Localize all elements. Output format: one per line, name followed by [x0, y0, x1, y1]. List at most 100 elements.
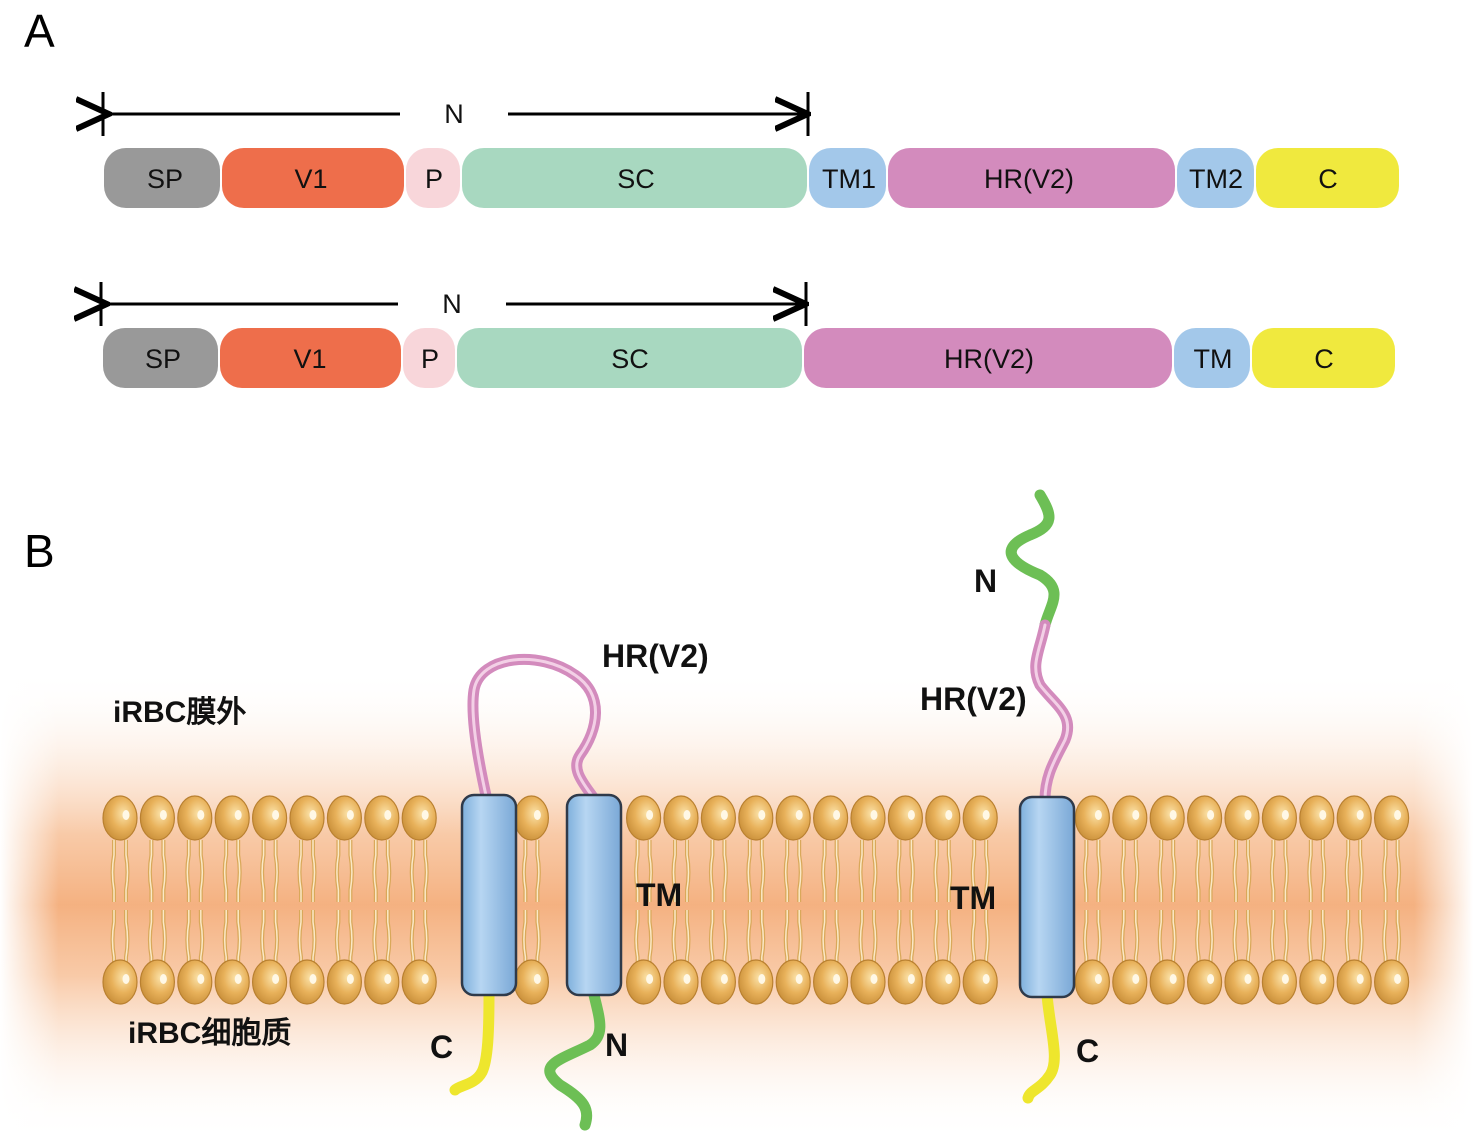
c-label-left: C — [430, 1029, 453, 1065]
tm-helix-2 — [565, 793, 623, 997]
hr-label-left: HR(V2) — [602, 638, 709, 674]
lipid-bilayer — [102, 795, 1410, 1005]
lipid-molecule-pair — [663, 795, 699, 1005]
lipid-molecule-pair — [1336, 795, 1372, 1005]
hr-label-right: HR(V2) — [920, 681, 1027, 717]
n-range-bracket-1: N — [103, 92, 808, 136]
domain-box — [403, 328, 455, 388]
membrane-band-fade — [0, 670, 1473, 1139]
extracellular-label: iRBC膜外 — [113, 696, 246, 729]
lipid-molecule-pair — [925, 795, 961, 1005]
tm-label-right: TM — [950, 880, 996, 916]
two-tm-protein: HR(V2) TM C N — [430, 638, 709, 1131]
domain-box — [1177, 148, 1254, 208]
domain-box — [457, 328, 802, 388]
domain-label: SP — [145, 344, 181, 374]
domain-box — [462, 148, 807, 208]
lipid-molecule-pair — [326, 795, 362, 1005]
tm-helix-1 — [460, 793, 518, 997]
domain-label: P — [425, 164, 443, 194]
domain-box — [809, 148, 886, 208]
n-region-label: N — [444, 99, 464, 129]
domain-segment-p: P — [406, 148, 460, 208]
domain-label: P — [421, 344, 439, 374]
membrane-diagram: HR(V2) TM C N N HR(V2) TM C iRBC膜外 iRBC细… — [0, 489, 1473, 1139]
domain-segment-sc: SC — [457, 328, 802, 388]
n-region-label: N — [442, 289, 462, 319]
tm-helix — [1018, 795, 1076, 999]
c-label-right: C — [1076, 1033, 1099, 1069]
lipid-molecule-pair — [1224, 795, 1260, 1005]
domain-segment-tm: TM — [1174, 328, 1250, 388]
c-tail — [449, 989, 495, 1096]
lipid-molecule-pair — [1149, 795, 1185, 1005]
lipid-molecule-pair — [1112, 795, 1148, 1005]
domain-map-2: N SP V1 P SC HR(V2) TM C — [101, 282, 1395, 388]
domain-label: C — [1314, 344, 1334, 374]
lipid-molecule-pair — [252, 795, 288, 1005]
domain-label: SC — [617, 164, 655, 194]
domain-segment-c: C — [1256, 148, 1399, 208]
lipid-molecule-pair — [1373, 795, 1410, 1005]
lipid-molecule-pair — [887, 795, 924, 1005]
lipid-molecule-pair — [1299, 795, 1335, 1005]
lipid-molecule-pair — [850, 795, 886, 1005]
domain-segment-v1: V1 — [222, 148, 404, 208]
n-label-right: N — [974, 563, 997, 599]
domain-label: C — [1318, 164, 1338, 194]
lipid-molecule-pair — [513, 795, 550, 1005]
lipid-molecule-pair — [962, 795, 998, 1005]
domain-segment-hr-v2-: HR(V2) — [804, 328, 1172, 388]
lipid-molecule-pair — [738, 795, 774, 1005]
domain-label: SC — [611, 344, 649, 374]
domain-box — [104, 148, 220, 208]
cytoplasm-label: iRBC细胞质 — [128, 1017, 291, 1050]
lipid-molecule-pair — [775, 795, 811, 1005]
domain-label: V1 — [294, 164, 327, 194]
domain-box — [1256, 148, 1399, 208]
domain-box — [1252, 328, 1395, 388]
lipid-molecule-pair — [625, 795, 662, 1005]
domain-label: HR(V2) — [944, 344, 1034, 374]
domain-box — [406, 148, 460, 208]
one-tm-protein: N HR(V2) TM C — [920, 489, 1099, 1104]
domain-box — [888, 148, 1175, 208]
lipid-molecule-pair — [102, 795, 138, 1005]
domain-label: TM2 — [1189, 164, 1243, 194]
n-tail — [544, 989, 606, 1131]
domain-segment-sp: SP — [103, 328, 218, 388]
lipid-molecule-pair — [139, 795, 175, 1005]
n-label-left: N — [605, 1027, 628, 1063]
domain-map-1: N SP V1 P SC TM1 HR(V2) TM2 C — [103, 92, 1399, 208]
domain-segment-tm1: TM1 — [809, 148, 886, 208]
domain-box — [103, 328, 218, 388]
lipid-molecule-pair — [1074, 795, 1111, 1005]
domain-segment-sc: SC — [462, 148, 807, 208]
lipid-molecule-pair — [812, 795, 849, 1005]
domain-label: HR(V2) — [984, 164, 1074, 194]
c-tail — [1022, 989, 1060, 1104]
domain-label: TM1 — [822, 164, 876, 194]
domain-label: V1 — [293, 344, 326, 374]
panel-label-b: B — [24, 525, 55, 577]
n-range-bracket-2: N — [101, 282, 806, 326]
lipid-molecule-pair — [214, 795, 250, 1005]
panel-label-a: A — [24, 5, 55, 57]
domain-segment-tm2: TM2 — [1177, 148, 1254, 208]
tm-label-left: TM — [636, 877, 682, 913]
domain-box — [804, 328, 1172, 388]
domain-segment-sp: SP — [104, 148, 220, 208]
lipid-molecule-pair — [1186, 795, 1223, 1005]
lipid-molecule-pair — [1261, 795, 1298, 1005]
lipid-molecule-pair — [289, 795, 325, 1005]
domain-segment-c: C — [1252, 328, 1395, 388]
lipid-molecule-pair — [364, 795, 400, 1005]
domain-segment-p: P — [403, 328, 455, 388]
lipid-molecule-pair — [401, 795, 437, 1005]
domain-label: SP — [147, 164, 183, 194]
domain-box — [220, 328, 401, 388]
lipid-molecule-pair — [700, 795, 737, 1005]
